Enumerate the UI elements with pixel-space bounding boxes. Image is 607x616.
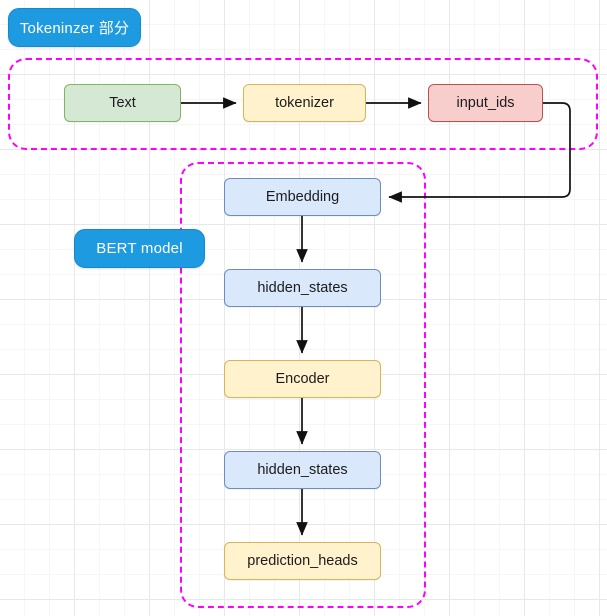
chip-tokenizer-text: Tokeninzer 部分 (19, 20, 130, 37)
node-tokenizer-label: tokenizer (275, 94, 334, 111)
node-tokenizer[interactable]: tokenizer (243, 84, 366, 122)
node-hidden-states-2[interactable]: hidden_states (224, 451, 381, 489)
chip-label-tokenizer-group[interactable]: Tokeninzer 部分 (8, 8, 141, 47)
node-text-label: Text (109, 94, 136, 111)
node-embedding-label: Embedding (265, 188, 340, 205)
node-prediction-heads[interactable]: prediction_heads (224, 542, 381, 580)
group-frame-tokenizer (8, 58, 598, 150)
node-hidden-states-1-label: hidden_states (257, 279, 348, 296)
node-hidden-states-1[interactable]: hidden_states (224, 269, 381, 307)
chip-label-bert-model[interactable]: BERT model (74, 229, 205, 268)
group-frame-bert-model (180, 162, 426, 608)
node-input-ids[interactable]: input_ids (428, 84, 543, 122)
node-text[interactable]: Text (64, 84, 181, 122)
node-input-ids-label: input_ids (456, 94, 515, 111)
node-hidden-states-2-label: hidden_states (257, 461, 348, 478)
node-prediction-heads-label: prediction_heads (247, 552, 358, 569)
node-embedding[interactable]: Embedding (224, 178, 381, 216)
chip-bert-text: BERT model (96, 240, 183, 257)
node-encoder-label: Encoder (275, 370, 330, 387)
node-encoder[interactable]: Encoder (224, 360, 381, 398)
